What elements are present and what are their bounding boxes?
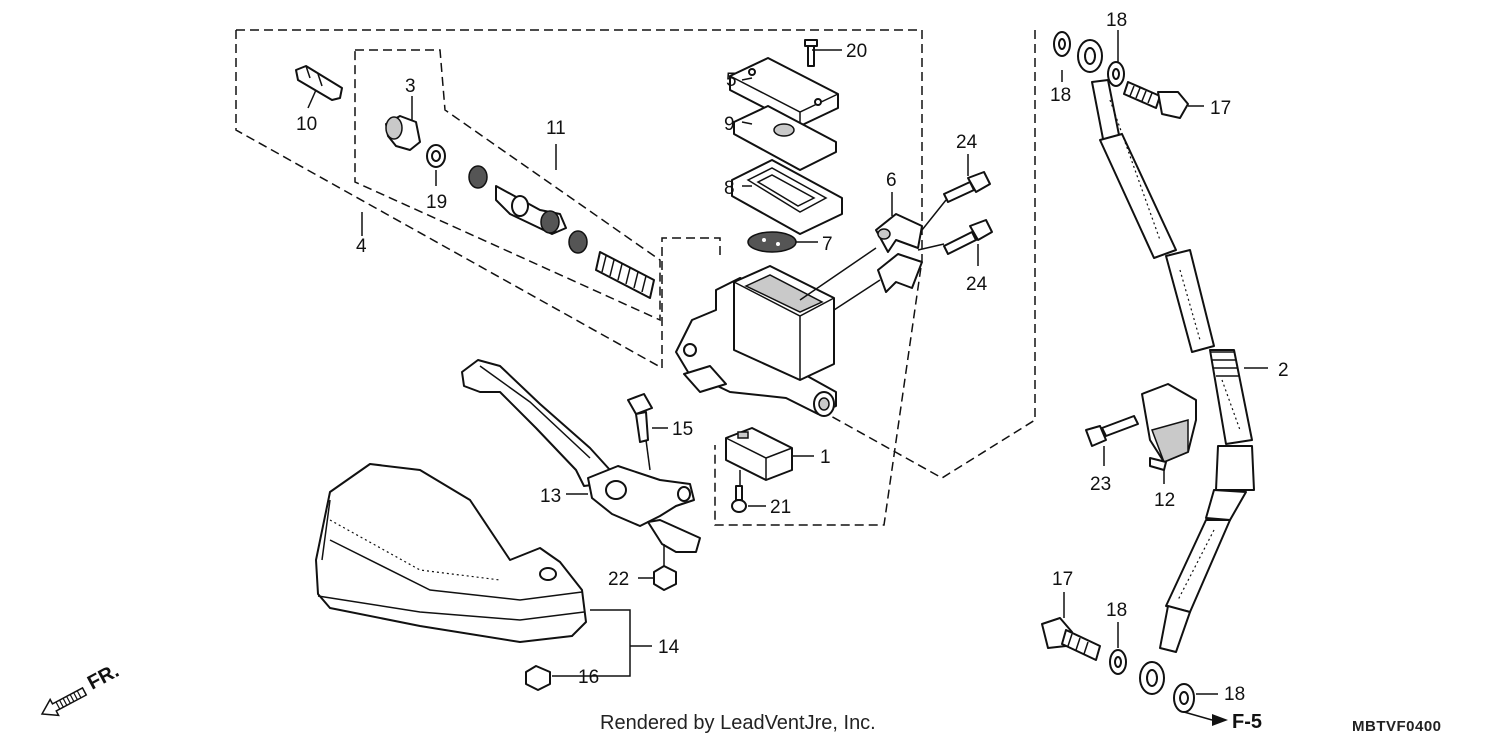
guard-nut-part — [525, 665, 551, 691]
front-direction-label: FR. — [84, 660, 123, 695]
front-direction-arrow-icon — [40, 686, 88, 717]
brake-switch-part — [725, 427, 793, 481]
leader-lines — [307, 30, 1268, 721]
lever-nut-part — [653, 565, 677, 591]
clamp-bolt-part — [1085, 415, 1139, 447]
switch-screw-part — [731, 485, 747, 513]
callout-6: 6 — [886, 170, 897, 191]
callout-3: 3 — [405, 76, 416, 97]
callout-19: 19 — [426, 192, 447, 213]
lever-bracket-part — [587, 465, 701, 553]
callout-20: 20 — [846, 41, 867, 62]
oil-bolt-lower-part — [1041, 617, 1101, 661]
pivot-bolt-part — [295, 65, 343, 101]
sealing-washer-2-part — [1107, 61, 1125, 87]
callout-9: 9 — [724, 114, 735, 135]
diagram-code: MBTVF0400 — [1352, 718, 1442, 735]
holder-part — [875, 213, 923, 293]
callout-24-lower: 24 — [966, 274, 988, 295]
hose-bracket-outline — [819, 30, 1036, 479]
callout-1: 1 — [820, 447, 831, 468]
knuckle-guard-part — [315, 463, 587, 643]
callout-17-lower: 17 — [1052, 569, 1073, 590]
oil-bolt-upper-part — [1123, 81, 1189, 119]
callout-15: 15 — [672, 419, 693, 440]
callout-14: 14 — [658, 637, 680, 658]
hose-clamp-part — [1141, 383, 1197, 471]
boot-part — [385, 115, 421, 151]
callout-23: 23 — [1090, 474, 1111, 495]
master-cylinder-assembly-outline — [235, 29, 923, 526]
hose-lower-banjo-part — [1139, 661, 1165, 695]
reservoir-screw-part — [804, 39, 818, 67]
brake-lever-part — [461, 359, 611, 487]
callout-22: 22 — [608, 569, 629, 590]
callout-8: 8 — [724, 178, 735, 199]
holder-bolt-upper-part — [943, 171, 991, 203]
callout-21: 21 — [770, 497, 791, 518]
callout-16: 16 — [578, 667, 599, 688]
set-plate-part — [733, 105, 837, 171]
circlip-part — [426, 144, 446, 168]
master-cylinder-body — [675, 265, 837, 417]
callout-24-upper: 24 — [956, 132, 978, 153]
callout-18-a: 18 — [1050, 85, 1071, 106]
sealing-washer-4-part — [1173, 683, 1195, 713]
sealing-washer-1-part — [1053, 31, 1071, 57]
callout-13: 13 — [540, 486, 561, 507]
callout-12: 12 — [1154, 490, 1175, 511]
lever-pivot-bolt-part — [627, 393, 653, 443]
piston-set-part — [468, 165, 655, 299]
render-credit: Rendered by LeadVentJre, Inc. — [600, 712, 876, 734]
callout-2: 2 — [1278, 360, 1289, 381]
page-ref-arrow-icon — [1212, 714, 1228, 726]
diaphragm-part — [731, 159, 843, 235]
callout-17-upper: 17 — [1210, 98, 1231, 119]
holder-bolt-lower-part — [943, 219, 993, 255]
float-part — [747, 231, 797, 253]
callout-7: 7 — [822, 234, 833, 255]
sealing-washer-3-part — [1109, 649, 1127, 675]
callout-18-c: 18 — [1106, 600, 1127, 621]
callout-11: 11 — [546, 118, 566, 139]
brake-hose-part — [1091, 79, 1255, 653]
callout-18-d: 18 — [1224, 684, 1245, 705]
piston-set-outline — [354, 49, 661, 322]
hose-upper-banjo-part — [1077, 39, 1103, 73]
callout-18-b: 18 — [1106, 10, 1127, 31]
page-reference: F-5 — [1232, 711, 1262, 733]
callout-5: 5 — [726, 70, 737, 91]
callout-4: 4 — [356, 236, 367, 257]
callout-10: 10 — [296, 114, 317, 135]
